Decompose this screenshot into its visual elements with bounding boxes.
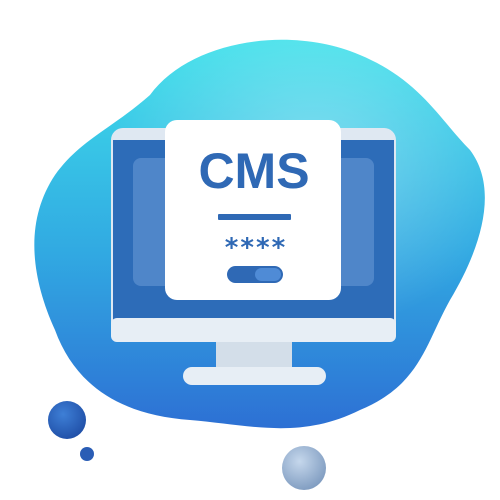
monitor-neck xyxy=(216,342,292,370)
bubble-large xyxy=(48,401,86,439)
password-mask: **** xyxy=(224,233,287,263)
monitor-bezel-bottom xyxy=(111,318,396,342)
login-card-panel xyxy=(165,120,341,300)
bubble-small xyxy=(80,447,94,461)
login-toggle-knob xyxy=(255,268,281,281)
bubble-gray xyxy=(282,446,326,490)
login-card: CMS **** xyxy=(165,120,341,300)
title-underline xyxy=(218,214,291,220)
monitor-stand-base xyxy=(183,367,326,385)
card-title: CMS xyxy=(198,143,309,199)
